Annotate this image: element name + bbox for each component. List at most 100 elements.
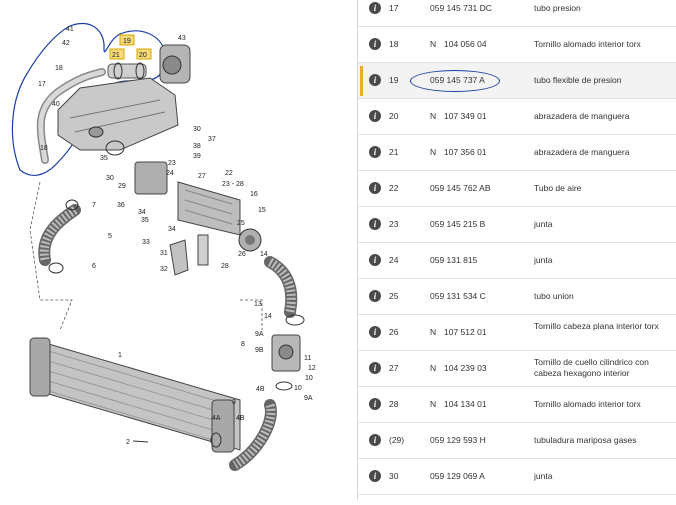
part-row[interactable]: i 17 059 145 731 DC tubo presion [358, 0, 676, 27]
part-row[interactable]: i 24 059 131 815 junta [358, 243, 676, 279]
part-number: 059 131 534 C [430, 291, 486, 301]
info-icon[interactable]: i [369, 218, 381, 230]
part-position: 18 [389, 39, 399, 49]
callout-6: 6 [92, 263, 96, 270]
callout-11: 11 [304, 355, 311, 362]
part-number: 107 512 01 [444, 327, 487, 337]
callout-33: 33 [142, 239, 150, 246]
part-position: 26 [389, 327, 399, 337]
callout-30b: 30 [106, 175, 114, 182]
info-icon[interactable]: i [369, 434, 381, 446]
part-row-selected[interactable]: i 19 059 145 737 A tubo flexible de pres… [358, 63, 676, 99]
part-number-prefix: N [430, 399, 437, 409]
part-position: 24 [389, 255, 399, 265]
part-position: (29) [389, 435, 405, 445]
panel-divider [357, 0, 358, 500]
highlight-20 [136, 48, 152, 60]
part-number-prefix: N [430, 327, 437, 337]
intake-manifold [57, 77, 179, 151]
part-row[interactable]: i 23 059 145 215 B junta [358, 207, 676, 243]
callout-2: 2 [126, 439, 130, 446]
part-row[interactable]: i 30 059 129 069 A junta [358, 459, 676, 495]
callout-31: 31 [160, 250, 168, 257]
part-row[interactable]: i 20 N 107 349 01 abrazadera de manguera [358, 99, 676, 135]
info-icon[interactable]: i [369, 2, 381, 14]
callout-32: 32 [160, 266, 168, 273]
parts-diagram[interactable]: 41 42 19 21 20 43 18 17 40 18 30 37 38 3… [0, 0, 352, 500]
callout-19: 19 [123, 38, 131, 45]
callout-4a: 4A [212, 415, 221, 422]
callout-30: 30 [193, 126, 201, 133]
callout-35: 35 [141, 217, 149, 224]
annotation-ellipse [410, 70, 500, 92]
part-row[interactable]: i 25 059 131 534 C tubo union [358, 279, 676, 315]
callout-36: 36 [117, 202, 125, 209]
part-number: 059 129 069 A [430, 471, 485, 481]
selection-marker [360, 66, 363, 96]
info-icon[interactable]: i [369, 182, 381, 194]
info-icon[interactable]: i [369, 74, 381, 86]
part-description: tubo flexible de presion [534, 75, 622, 85]
part-description: tubo union [534, 291, 574, 301]
part-position: 28 [389, 399, 399, 409]
part-position: 25 [389, 291, 399, 301]
callout-17: 17 [38, 81, 46, 88]
callout-21: 21 [112, 52, 120, 59]
part-row[interactable]: i 22 059 145 762 AB Tubo de aire [358, 171, 676, 207]
info-icon[interactable]: i [369, 254, 381, 266]
info-icon[interactable]: i [369, 146, 381, 158]
part-description: abrazadera de manguera [534, 111, 630, 121]
callout-22: 22 [225, 170, 233, 177]
info-icon[interactable]: i [369, 110, 381, 122]
callout-24: 24 [166, 170, 174, 177]
part-position: 20 [389, 111, 399, 121]
callout-43: 43 [178, 35, 186, 42]
part-description: Tubo de aire [534, 183, 582, 193]
callout-38: 38 [193, 143, 201, 150]
callout-12: 12 [308, 365, 316, 372]
part-row[interactable]: i 21 N 107 356 01 abrazadera de manguera [358, 135, 676, 171]
part-number: 059 145 731 DC [430, 3, 492, 13]
callout-9b: 9B [255, 347, 264, 354]
callout-16: 16 [250, 191, 258, 198]
highlight-21 [109, 48, 125, 60]
callout-35-top: 35 [100, 155, 108, 162]
part-row[interactable]: i 18 N 104 056 04 Tornillo alomado inter… [358, 27, 676, 63]
part-row[interactable]: i 27 N 104 239 03 Tornillo de cuello cil… [358, 351, 676, 387]
callout-29: 29 [118, 183, 126, 190]
info-icon[interactable]: i [369, 362, 381, 374]
callout-9a: 9A [255, 331, 264, 338]
part-description: tubo presion [534, 3, 581, 13]
callout-15: 15 [258, 207, 266, 214]
part-number: 059 131 815 [430, 255, 478, 265]
part-position: 21 [389, 147, 399, 157]
part-number: 107 356 01 [444, 147, 487, 157]
info-icon[interactable]: i [369, 470, 381, 482]
part-row[interactable]: i 26 N 107 512 01 Tornillo cabeza plana … [358, 315, 676, 351]
info-icon[interactable]: i [369, 326, 381, 338]
part-row[interactable]: i (29) 059 129 593 H tubuladura mariposa… [358, 423, 676, 459]
callout-26: 26 [238, 251, 246, 258]
callout-1: 1 [118, 352, 122, 359]
callout-28: 28 [221, 263, 229, 270]
part-position: 23 [389, 219, 399, 229]
info-icon[interactable]: i [369, 290, 381, 302]
part-row[interactable]: i 28 N 104 134 01 Tornillo alomado inter… [358, 387, 676, 423]
callout-3: 3 [232, 399, 236, 406]
callout-4b-top: 4B [256, 386, 265, 393]
callout-10: 10 [305, 375, 313, 382]
part-number: 107 349 01 [444, 111, 487, 121]
part-number-prefix: N [430, 147, 437, 157]
part-position: 19 [389, 75, 399, 85]
callout-40: 40 [52, 101, 60, 108]
part-description: Tornillo cabeza plana interior torx [534, 321, 659, 331]
info-icon[interactable]: i [369, 398, 381, 410]
part-description: junta [534, 255, 553, 265]
part-number: 104 239 03 [444, 363, 487, 373]
info-icon[interactable]: i [369, 38, 381, 50]
part-description: Tornillo alomado interior torx [534, 399, 641, 409]
callout-14b: 14 [264, 313, 272, 320]
part-position: 27 [389, 363, 399, 373]
callout-34: 34 [138, 209, 146, 216]
part-number-prefix: N [430, 363, 437, 373]
